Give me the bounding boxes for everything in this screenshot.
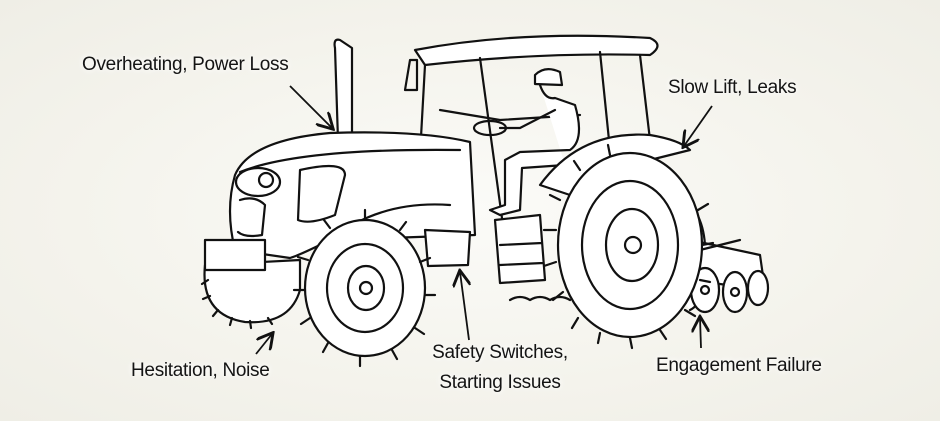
- steps: [493, 213, 547, 285]
- front-wheel: [292, 208, 437, 368]
- pto-arrow: [700, 318, 701, 349]
- far-front-wheel: [200, 258, 302, 330]
- safety-label-line1: Safety Switches,: [432, 342, 568, 363]
- engine-label: Overheating, Power Loss: [82, 54, 289, 75]
- hydraulics-arrow: [684, 105, 713, 146]
- transmission-arrow: [255, 334, 272, 355]
- engine-arrow: [289, 85, 332, 128]
- ground-track: [508, 295, 572, 302]
- safety-label: Safety Switches, Starting Issues: [410, 338, 590, 398]
- rear-wheel: [542, 143, 715, 350]
- transmission-label: Hesitation, Noise: [131, 360, 270, 381]
- safety-label-line2: Starting Issues: [439, 372, 561, 393]
- exhaust-pipe: [333, 38, 354, 142]
- pto-label: Engagement Failure: [656, 355, 822, 376]
- hydraulics-label: Slow Lift, Leaks: [668, 77, 797, 98]
- driver: [472, 68, 581, 217]
- battery-box: [423, 228, 472, 268]
- hood: [203, 131, 477, 272]
- safety-arrow: [460, 272, 469, 341]
